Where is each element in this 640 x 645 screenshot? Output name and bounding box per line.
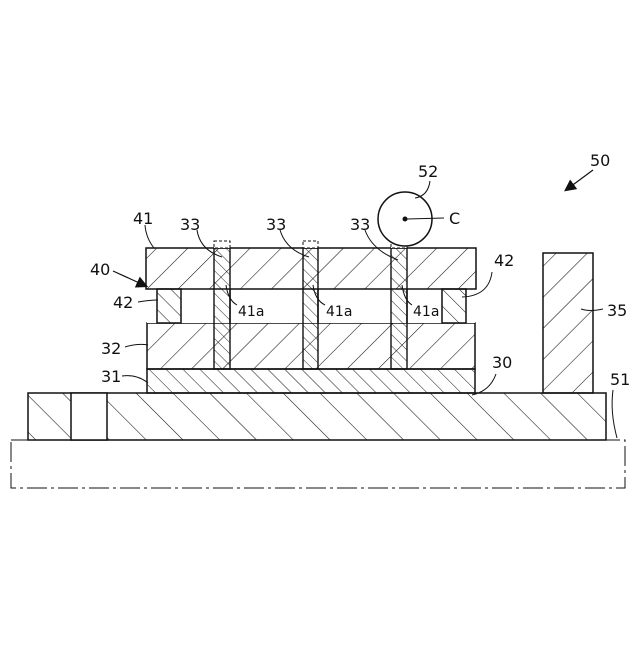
label-50: 50 <box>590 151 610 170</box>
label-52: 52 <box>418 162 438 181</box>
label-33-left: 33 <box>180 215 200 234</box>
pin-33-left <box>214 248 230 369</box>
pin-tip-left <box>214 241 230 248</box>
label-c: C <box>449 209 460 228</box>
label-41a-left: 41a <box>238 304 264 320</box>
pin-tip-mid <box>303 241 318 248</box>
label-35: 35 <box>607 301 627 320</box>
leader-51 <box>612 390 617 438</box>
base-plate-30 <box>28 393 606 440</box>
label-30: 30 <box>492 353 512 372</box>
label-41: 41 <box>133 209 153 228</box>
label-40: 40 <box>90 260 110 279</box>
label-42-left: 42 <box>113 293 133 312</box>
label-33-right: 33 <box>350 215 370 234</box>
base-layer-31 <box>147 369 475 393</box>
roller-center-dot <box>403 217 408 222</box>
label-41a-right: 41a <box>413 304 439 320</box>
leader-50 <box>566 170 593 190</box>
base-slot <box>71 393 107 440</box>
leader-40 <box>113 271 146 286</box>
label-51: 51 <box>610 370 630 389</box>
label-33-mid: 33 <box>266 215 286 234</box>
leader-31 <box>122 376 148 383</box>
stage-outline-51 <box>11 440 625 488</box>
spacer-42-right <box>442 289 466 323</box>
label-32: 32 <box>101 339 121 358</box>
leader-32 <box>125 344 148 347</box>
pin-33-right <box>391 248 407 369</box>
spacer-42-left <box>157 289 181 323</box>
label-41a-mid: 41a <box>326 304 352 320</box>
label-42-right: 42 <box>494 251 514 270</box>
label-31: 31 <box>101 367 121 386</box>
block-35 <box>543 253 593 393</box>
pin-33-mid <box>303 248 318 369</box>
leader-41 <box>145 225 154 248</box>
